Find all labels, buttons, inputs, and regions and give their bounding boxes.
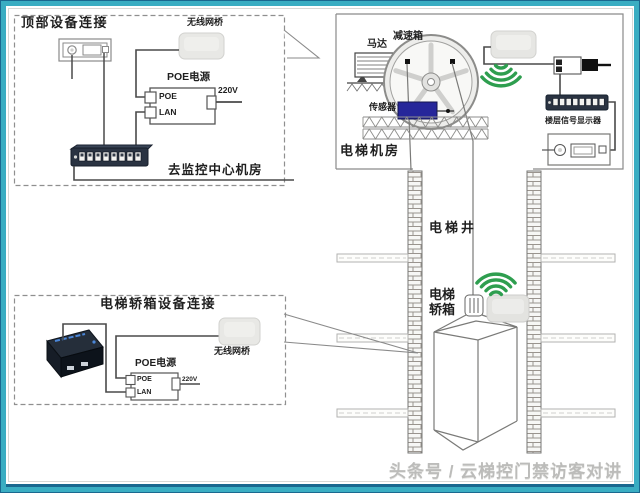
wireless-bridge-car-box: [218, 317, 261, 346]
sensor-label: 传感器: [369, 102, 397, 112]
floor-display-label: 楼层信号显示器: [545, 116, 601, 125]
rope-to-car: [451, 62, 474, 297]
car-connection-box: [13, 294, 287, 406]
gearbox-label: 减速箱: [393, 31, 423, 42]
floor-display-device: [542, 133, 611, 166]
truss-beams: [362, 116, 489, 140]
poe-injector-device: [553, 56, 611, 75]
switch-to-display-wire: [608, 101, 616, 151]
top-poe-port-label: POE: [159, 91, 177, 101]
camera-plate-device: [58, 38, 112, 62]
car-poe-label: POE电源: [135, 358, 177, 369]
camera-wires: [71, 53, 105, 148]
car-controller-device: [46, 329, 104, 379]
car-label-line2: 轿箱: [429, 302, 456, 317]
machine-room-box: [335, 13, 624, 170]
poe-power-top: [144, 87, 217, 125]
watermark-text: 头条号 / 云梯控门禁访客对讲: [389, 462, 623, 481]
top-poe-label: POE电源: [167, 71, 211, 83]
car-rope-pulley: [464, 294, 484, 317]
inner-frame: [8, 8, 633, 482]
poe-power-car: [125, 372, 181, 401]
wifi-signal-up-icon: [475, 272, 517, 297]
floor-beams: [336, 253, 616, 418]
controller-to-lan-wire: [62, 323, 127, 393]
car-poe-port-label: POE: [137, 376, 152, 383]
car-voltage-label: 220V: [182, 376, 198, 383]
switch-machine-room: [545, 94, 609, 111]
top-bridge-label: 无线网桥: [187, 17, 224, 27]
car-box-title: 电梯轿箱设备连接: [100, 296, 217, 311]
motor-label: 马达: [367, 39, 387, 50]
wireless-bridge-car: [486, 294, 530, 323]
top-lan-port-label: LAN: [159, 107, 177, 117]
car-bridge-label: 无线网桥: [214, 346, 251, 356]
machine-room-title: 电梯机房: [340, 143, 401, 158]
lan-to-switch-wire: [135, 111, 145, 148]
car-label-line1: 电梯: [429, 287, 456, 302]
top-voltage-label: 220V: [218, 85, 238, 95]
car-callout-wedge: [283, 313, 419, 354]
top-box-title: 顶部设备连接: [21, 15, 109, 30]
car-lan-port-label: LAN: [137, 389, 152, 396]
monitor-center-note: 去监控中心机房: [168, 163, 263, 177]
shaft-well-label: 电梯井: [429, 220, 478, 235]
to-monitor-center-wire: [73, 166, 294, 181]
top-connection-box: [13, 14, 286, 187]
bridge-to-injector-wire: [483, 46, 554, 65]
wireless-bridge-top: [178, 32, 225, 60]
wifi-signal-down-icon: [480, 63, 522, 88]
wireless-bridge-machine-room: [490, 30, 537, 59]
elevator-car-wireframe: [433, 314, 518, 451]
bridge-to-poe-wire: [135, 49, 179, 98]
shaft-wall-left: [407, 170, 423, 454]
bridge-to-poe-wire-car: [115, 335, 219, 379]
switch-top: [69, 144, 154, 167]
